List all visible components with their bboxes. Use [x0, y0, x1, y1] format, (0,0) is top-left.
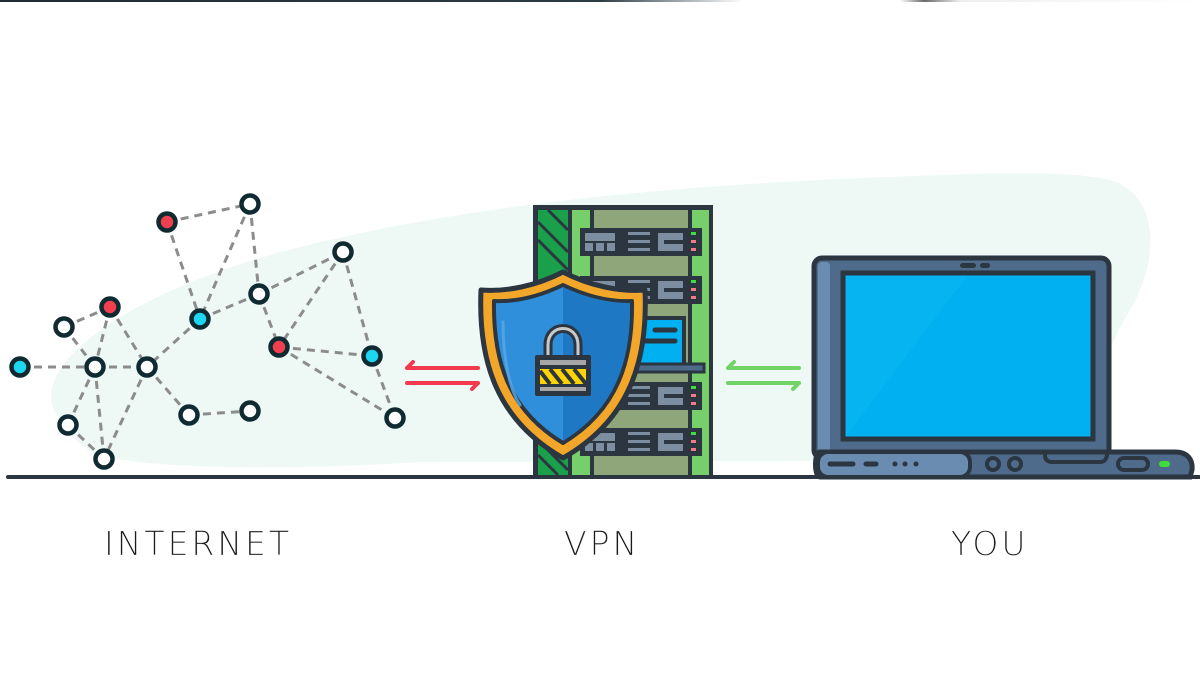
network-edge [278, 345, 396, 420]
arrow-right-icon [726, 381, 801, 391]
network-edge [277, 251, 345, 348]
label-internet: INTERNET [104, 524, 293, 563]
network-edge [93, 306, 112, 368]
network-node-red [156, 211, 178, 233]
laptop-port [1007, 456, 1023, 472]
network-edge [108, 306, 149, 368]
laptop-power-led [1159, 461, 1170, 467]
network-edge [248, 203, 261, 295]
network-node-cyan [9, 356, 31, 378]
network-edge [66, 366, 97, 426]
network-node-white [239, 193, 261, 215]
network-edge [199, 292, 260, 321]
network-node-white [239, 400, 261, 422]
network-node-cyan [189, 308, 211, 330]
network-edge [166, 202, 251, 224]
network-node-white [136, 356, 158, 378]
arrow-left-icon [726, 360, 801, 370]
network-node-white [384, 407, 406, 429]
network-edge [278, 345, 373, 358]
top-edge-strip [0, 0, 1200, 2]
network-edge [145, 317, 202, 369]
network-edge [165, 221, 202, 320]
laptop-icon [811, 255, 1195, 480]
server-rack [533, 205, 713, 477]
network-node-cyan [361, 345, 383, 367]
network-node-white [178, 404, 200, 426]
network-edge [188, 409, 251, 417]
label-you: YOU [951, 524, 1029, 563]
network-edge [341, 251, 374, 357]
server-unit [580, 228, 702, 256]
lock-icon [535, 324, 591, 396]
network-node-white [84, 356, 106, 378]
network-edge [370, 355, 397, 419]
network-node-white [248, 283, 270, 305]
arrow-right-icon [405, 381, 480, 391]
laptop-port [985, 456, 1001, 472]
arrow-left-icon [405, 360, 480, 370]
arrows-vpn-you [726, 360, 801, 391]
network-edge [258, 250, 344, 296]
network-nodes [9, 193, 406, 470]
network-edge [93, 366, 106, 460]
network-node-white [332, 241, 354, 263]
network-node-white [93, 448, 115, 470]
arrows-internet-vpn [405, 360, 480, 391]
label-vpn: VPN [564, 524, 641, 563]
network-node-red [99, 296, 121, 318]
network-node-red [268, 336, 290, 358]
network-edge [198, 203, 252, 320]
network-edge [145, 366, 191, 416]
network-node-white [53, 316, 75, 338]
network-node-white [57, 414, 79, 436]
network-edge [102, 366, 149, 460]
